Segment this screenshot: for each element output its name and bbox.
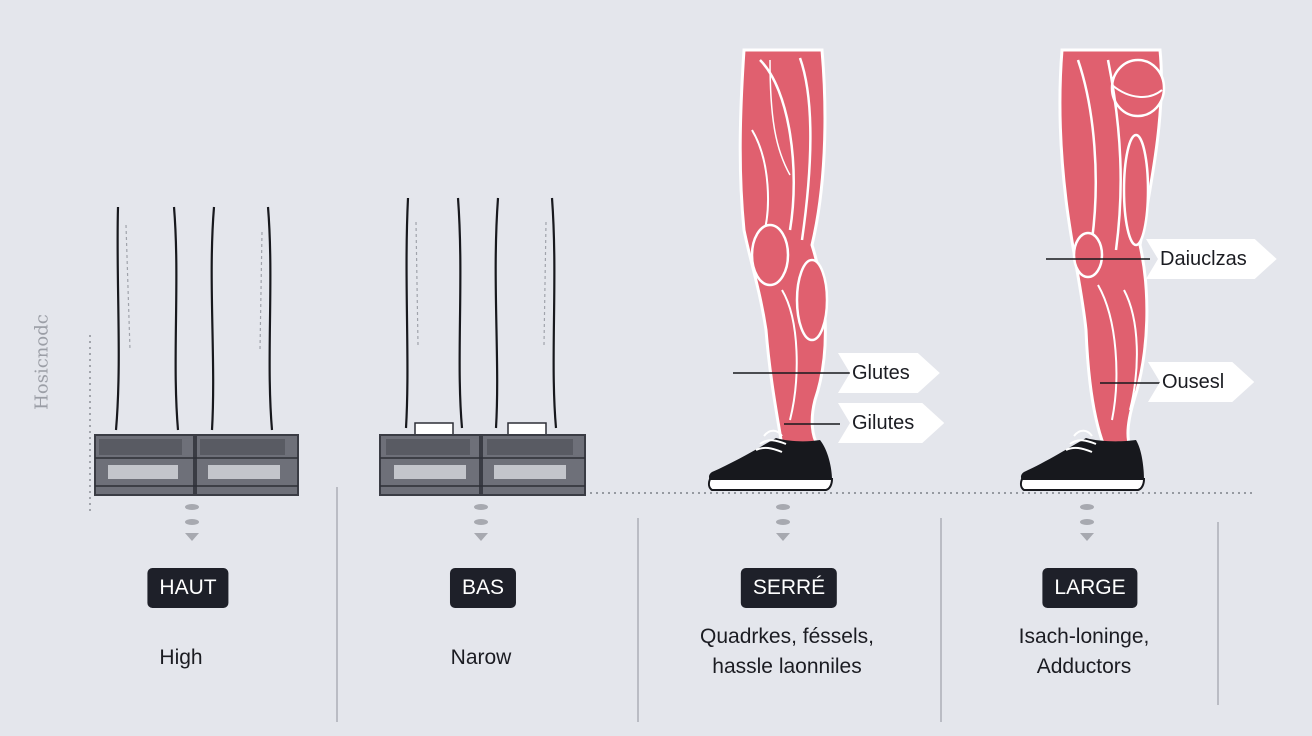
caption-line: hassle laonniles [712, 655, 862, 678]
caption-line: High [159, 646, 203, 669]
caption-serre-muscles: Quadrkes, féssels, hassle laonniles [700, 622, 874, 682]
caption-narrow: Narow [451, 643, 512, 673]
caption-large-muscles: Isach-loninge, Adductors [1019, 622, 1150, 682]
badge-serre: SERRÉ [740, 568, 838, 608]
wide-stance-leg [1058, 48, 1166, 448]
callout-gilutes: Gilutes [838, 403, 944, 443]
down-arrow-icon [185, 504, 199, 541]
caption-line: Adductors [1036, 655, 1132, 678]
badge-bas: BAS [449, 568, 517, 608]
down-arrow-icon [776, 504, 790, 541]
caption-line: Isach-loninge, [1018, 625, 1150, 648]
side-axis-label: Hosicnodc [31, 314, 53, 410]
low-stance-legs [404, 197, 558, 429]
narrow-stance-shoe [707, 429, 834, 491]
caption-line: Quadrkes, féssels, [700, 625, 874, 648]
callout-glutes: Glutes [838, 353, 940, 393]
callout-daiuclzas: Daiuclzas [1146, 239, 1277, 279]
caption-high: High [159, 643, 202, 673]
down-arrow-icon [474, 504, 488, 541]
high-platform [94, 434, 299, 496]
wide-stance-shoe [1019, 429, 1146, 491]
caption-line: Narow [450, 646, 512, 669]
low-platform [379, 422, 586, 496]
badge-haut: HAUT [147, 568, 229, 608]
down-arrow-icon [1080, 504, 1094, 541]
narrow-stance-leg [738, 48, 829, 448]
callout-ousesl: Ousesl [1148, 362, 1254, 402]
high-stance-legs [114, 206, 274, 431]
badge-large: LARGE [1042, 568, 1138, 608]
